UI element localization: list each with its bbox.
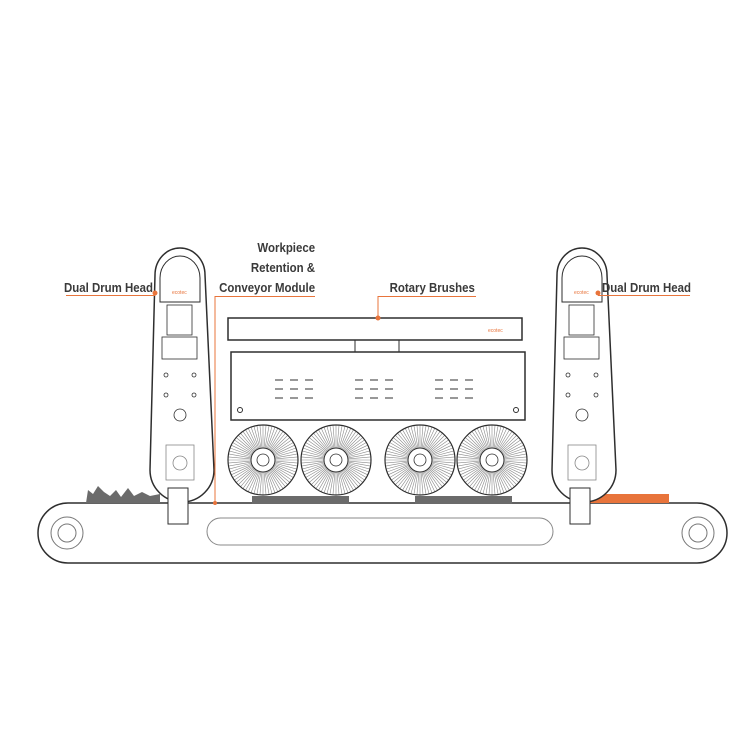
- rotary-brush-4: [456, 424, 528, 496]
- rotary-brush-1: [227, 424, 299, 496]
- label-rotary-brushes: Rotary Brushes: [389, 280, 475, 295]
- leader-dot-conveyor: [213, 501, 217, 505]
- label-workpiece-retention-conveyor: Workpiece Retention & Conveyor Module: [206, 238, 315, 298]
- leader-lines: [214, 296, 379, 503]
- label-dual-drum-head-left: Dual Drum Head: [64, 280, 154, 295]
- conveyor-belt: [37, 502, 728, 564]
- svg-text:ecotec: ecotec: [574, 290, 589, 296]
- right-pulley: [681, 516, 715, 550]
- right-dual-drum-head: ecotec: [551, 247, 617, 525]
- svg-text:ecotec: ecotec: [488, 328, 503, 334]
- label-line: Retention &: [250, 260, 315, 275]
- label-line: Workpiece: [257, 240, 315, 255]
- svg-text:ecotec: ecotec: [172, 290, 187, 296]
- rotary-brush-2: [300, 424, 372, 496]
- workpiece-under-brushes-1: [252, 496, 349, 504]
- leader-dot-right-head: [595, 290, 601, 296]
- leader-dot-left-head: [152, 290, 158, 296]
- leader-dot-brushes: [375, 315, 381, 321]
- rough-workpiece: [86, 486, 160, 503]
- rotary-brush-module: ecotec: [227, 317, 528, 496]
- finished-workpiece: [590, 494, 669, 503]
- left-pulley: [50, 516, 84, 550]
- rotary-brush-3: [384, 424, 456, 496]
- left-dual-drum-head: ecotec: [149, 247, 215, 525]
- label-dual-drum-head-right: Dual Drum Head: [602, 280, 692, 295]
- workpiece-under-brushes-2: [415, 496, 512, 504]
- label-line: Conveyor Module: [219, 280, 315, 295]
